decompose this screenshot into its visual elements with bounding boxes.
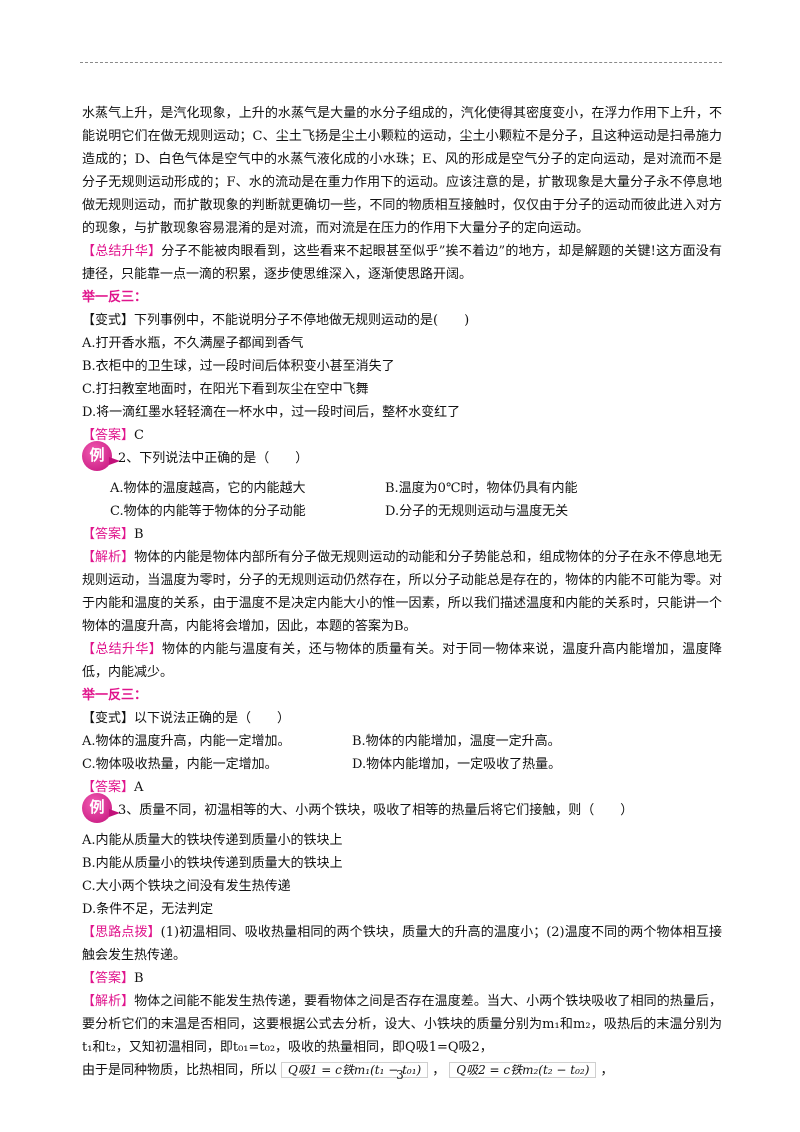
option: D.将一滴红墨水轻轻滴在一杯水中，过一段时间后，整杯水变红了 <box>82 405 461 420</box>
variant-question: 【变式】下列事例中，不能说明分子不停地做无规则运动的是( ) <box>82 309 722 332</box>
option: B.物体的内能增加，温度一定升高。 <box>352 734 561 749</box>
header-rule <box>80 62 722 63</box>
variant-tag: 【变式】 <box>82 313 135 328</box>
option: C.物体吸收热量，内能一定增加。 <box>82 757 278 772</box>
option: D.分子的无规则运动与温度无关 <box>385 504 569 519</box>
analysis-tag: 【解析】 <box>82 994 135 1009</box>
formula-1: Q吸1 = c铁m₁(t₁ − t₀₁) <box>281 1062 429 1078</box>
option: C.物体的内能等于物体的分子动能 <box>110 504 306 519</box>
answer-value: B <box>134 527 144 542</box>
answer-line: 【答案】B <box>82 523 722 546</box>
option: C.打扫教室地面时，在阳光下看到灰尘在空中飞舞 <box>82 382 369 397</box>
answer-tag: 【答案】 <box>82 527 135 542</box>
analysis-text: 物体的内能是物体内部所有分子做无规则运动的动能和分子势能总和，组成物体的分子在永… <box>82 550 722 634</box>
option: A.内能从质量大的铁块传递到质量小的铁块上 <box>82 833 343 848</box>
variant-question: 【变式】以下说法正确的是（ ） <box>82 707 722 730</box>
hint-tag: 【思路点拨】 <box>82 925 161 940</box>
option: D.物体内能增加，一定吸收了热量。 <box>352 757 562 772</box>
variant-text: 以下说法正确的是（ ） <box>134 711 291 726</box>
variant-tag: 【变式】 <box>82 711 135 726</box>
answer-value: A <box>134 780 144 795</box>
example-badge-icon: 例 <box>82 793 120 823</box>
options-grid: A.物体的温度越高，它的内能越大 B.温度为0℃时，物体仍具有内能 C.物体的内… <box>82 477 722 523</box>
page-number: 3 <box>396 1068 404 1082</box>
option: D.条件不足，无法判定 <box>82 902 214 917</box>
section-heading: 举一反三： <box>82 688 148 703</box>
analysis-block: 【解析】物体的内能是物体内部所有分子做无规则运动的动能和分子势能总和，组成物体的… <box>82 546 722 638</box>
hint-block: 【思路点拨】(1)初温相同、吸收热量相同的两个铁块，质量大的升高的温度小；(2)… <box>82 921 722 967</box>
option: B.衣柜中的卫生球，过一段时间后体积变小甚至消失了 <box>82 359 395 374</box>
analysis-tag: 【解析】 <box>82 550 135 565</box>
answer-line: 【答案】A <box>82 776 722 799</box>
formula-2: Q吸2 = c铁m₂(t₂ − t₀₂) <box>449 1062 597 1078</box>
option: B.内能从质量小的铁块传递到质量大的铁块上 <box>82 856 343 871</box>
option: A.物体的温度升高，内能一定增加。 <box>82 734 291 749</box>
example-heading: 例 2、下列说法中正确的是（ ） <box>82 441 722 477</box>
summary-text: 分子不能被肉眼看到，这些看来不起眼甚至似乎”挨不着边”的地方，却是解题的关键!这… <box>82 244 722 282</box>
analysis-text: 物体之间能不能发生热传递，要看物体之间是否存在温度差。当大、小两个铁块吸收了相同… <box>82 994 722 1055</box>
example-badge-icon: 例 <box>82 441 120 471</box>
variant-text: 下列事例中，不能说明分子不停地做无规则运动的是( ) <box>134 313 470 328</box>
option: A.物体的温度越高，它的内能越大 <box>110 481 306 496</box>
section-heading: 举一反三： <box>82 290 148 305</box>
options-grid: A.内能从质量大的铁块传递到质量小的铁块上 B.内能从质量小的铁块传递到质量大的… <box>82 829 722 921</box>
option: A.打开香水瓶，不久满屋子都闻到香气 <box>82 336 304 351</box>
document-body: 水蒸气上升，是汽化现象，上升的水蒸气是大量的水分子组成的，汽化使得其密度变小，在… <box>82 102 722 1082</box>
formula-prefix: 由于是同种物质，比热相同，所以 <box>82 1063 278 1078</box>
answer-value: B <box>134 971 144 986</box>
summary-text: 物体的内能与温度有关，还与物体的质量有关。对于同一物体来说，温度升高内能增加，温… <box>82 642 722 680</box>
example-heading: 例 3、质量不同，初温相等的大、小两个铁块，吸收了相等的热量后将它们接触，则（ … <box>82 793 722 829</box>
answer-line: 【答案】B <box>82 967 722 990</box>
option: C.大小两个铁块之间没有发生热传递 <box>82 879 291 894</box>
answer-value: C <box>134 428 144 443</box>
summary-tag: 【总结升华】 <box>82 642 163 657</box>
summary-block: 【总结升华】分子不能被肉眼看到，这些看来不起眼甚至似乎”挨不着边”的地方，却是解… <box>82 240 722 286</box>
hint-text: (1)初温相同、吸收热量相同的两个铁块，质量大的升高的温度小；(2)温度不同的两… <box>82 925 722 963</box>
summary-block: 【总结升华】物体的内能与温度有关，还与物体的质量有关。对于同一物体来说，温度升高… <box>82 638 722 684</box>
analysis-block: 【解析】物体之间能不能发生热传递，要看物体之间是否存在温度差。当大、小两个铁块吸… <box>82 990 722 1059</box>
example-question: 3、质量不同，初温相等的大、小两个铁块，吸收了相等的热量后将它们接触，则（ ） <box>118 803 634 818</box>
example-question: 2、下列说法中正确的是（ ） <box>118 451 309 466</box>
options-grid: A.物体的温度升高，内能一定增加。 B.物体的内能增加，温度一定升高。 C.物体… <box>82 730 722 776</box>
option: B.温度为0℃时，物体仍具有内能 <box>385 481 578 496</box>
summary-tag: 【总结升华】 <box>82 244 162 259</box>
paragraph: 水蒸气上升，是汽化现象，上升的水蒸气是大量的水分子组成的，汽化使得其密度变小，在… <box>82 106 722 236</box>
answer-tag: 【答案】 <box>82 780 135 795</box>
answer-tag: 【答案】 <box>82 428 135 443</box>
answer-line: 【答案】C <box>82 424 722 447</box>
answer-tag: 【答案】 <box>82 971 135 986</box>
